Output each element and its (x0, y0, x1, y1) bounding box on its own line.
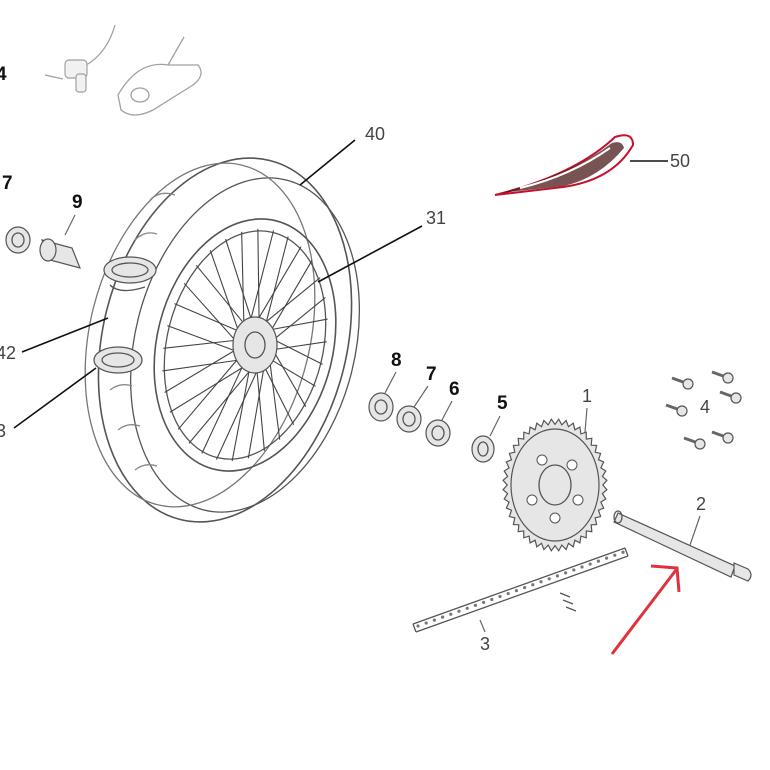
part-label-2: 2 (696, 494, 706, 514)
tire (84, 157, 361, 523)
part-label-50: 50 (670, 151, 690, 171)
part-label-4: 4 (700, 397, 710, 417)
leader-40 (299, 139, 356, 186)
part-label-7: 7 (426, 364, 437, 385)
inner-tube (93, 256, 157, 374)
drive-chain (412, 547, 629, 633)
leader-42 (21, 317, 109, 353)
rim-decal (494, 134, 635, 196)
sensor-assembly (44, 24, 202, 116)
part-label-4-top: 4 (0, 64, 7, 85)
part-label-31: 31 (426, 208, 446, 228)
leader-43 (13, 367, 97, 429)
part-label-42: 42 (0, 343, 16, 363)
spoked-rim (153, 218, 337, 472)
rear-sprocket (502, 418, 608, 552)
rear-axle (613, 510, 752, 582)
spacer-7 (396, 405, 422, 433)
part-label-1: 1 (582, 386, 592, 406)
bearing-6 (425, 419, 451, 447)
part-label-6: 6 (449, 379, 460, 400)
sprocket-bolts (665, 370, 742, 450)
part-label-40: 40 (365, 124, 385, 144)
bearing-7-left (5, 226, 31, 254)
part-label-43: 3 (0, 421, 6, 441)
part-label-7-left: 7 (2, 173, 13, 194)
highlight-arrow (610, 564, 681, 655)
part-label-9: 9 (72, 192, 83, 213)
part-label-5: 5 (497, 393, 508, 414)
leader-31 (317, 225, 423, 283)
spacer-5 (471, 435, 495, 463)
bearing-8 (368, 392, 394, 422)
spacer-9 (39, 214, 82, 269)
part-label-3: 3 (480, 634, 490, 654)
part-label-8: 8 (391, 350, 402, 371)
